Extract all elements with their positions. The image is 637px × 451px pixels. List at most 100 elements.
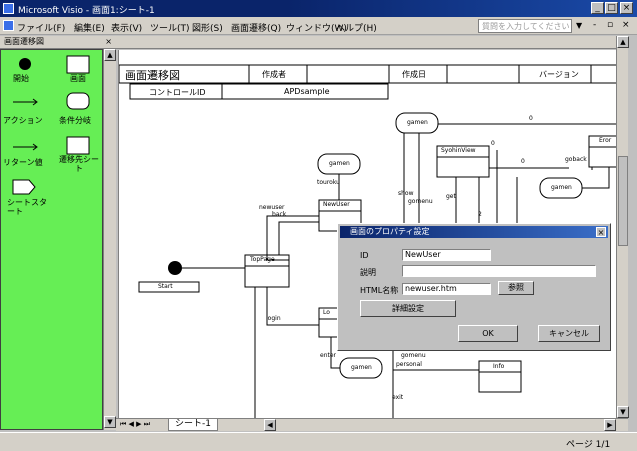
detail-settings-button[interactable]: 詳細設定 <box>360 300 456 317</box>
diagram-lines <box>119 64 616 418</box>
canvas-scroll-up-icon[interactable]: ▲ <box>617 36 629 48</box>
edge-label-gomenu-2: gomenu <box>401 352 426 359</box>
menu-file[interactable]: ファイル(F) <box>17 24 66 34</box>
edge-label-exit: exit <box>392 394 404 401</box>
shape-label-start: 開始 <box>13 74 29 83</box>
stencil-panel: 開始 画面 アクション 条件分岐 リターン値 遷移先シート シートスタート <box>0 49 103 430</box>
menu-bar: ファイル(F) 編集(E) 表示(V) ツール(T) 図形(S) 画面遷移(Q)… <box>0 17 637 35</box>
control-id-label: コントロールID <box>149 88 206 97</box>
node-gamen-2[interactable]: gamen <box>407 119 428 126</box>
cancel-button[interactable]: キャンセル <box>538 325 600 342</box>
scroll-up-icon[interactable]: ▲ <box>104 49 116 61</box>
ok-button[interactable]: OK <box>458 325 518 342</box>
target-sheet-icon[interactable] <box>66 136 90 155</box>
start-circle-icon[interactable] <box>19 58 31 70</box>
node-start[interactable]: Start <box>158 283 173 290</box>
menu-view[interactable]: 表示(V) <box>111 24 143 34</box>
dialog-title: 画面のプロパティ設定 <box>350 227 430 236</box>
sheet-tab-bar: ⏮ ◀ ▶ ⏭ シート-1 ◀ ▶ <box>116 418 628 431</box>
scroll-down-icon[interactable]: ▼ <box>104 416 116 428</box>
stencil-close-icon[interactable]: × <box>105 37 112 46</box>
sheet-nav-icons[interactable]: ⏮ ◀ ▶ ⏭ <box>120 420 151 428</box>
stencil-shapes <box>12 55 90 195</box>
browse-button[interactable]: 参照 <box>498 281 534 295</box>
edge-label-back: back <box>272 211 287 218</box>
shape-label-return: リターン値 <box>3 158 43 167</box>
canvas-scroll-thumb[interactable] <box>618 156 628 246</box>
menu-shape[interactable]: 図形(S) <box>192 24 223 34</box>
edge-label-enter: enter <box>320 352 337 359</box>
minimize-button[interactable]: _ <box>591 2 604 14</box>
shape-label-sheet-start: シートスタート <box>7 198 47 216</box>
node-gamen-1[interactable]: gamen <box>329 160 350 167</box>
edge-label-login: login <box>266 315 281 322</box>
edge-label-gomenu: gomenu <box>408 198 433 205</box>
edge-label-newuser: newuser <box>259 204 285 211</box>
maximize-button[interactable]: □ <box>605 2 618 14</box>
node-newuser[interactable]: NewUser <box>323 201 350 208</box>
diagram-title: 画面遷移図 <box>125 69 180 82</box>
screen-properties-dialog: 画面のプロパティ設定 × ID NewUser 説明 HTML名称 newuse… <box>337 223 611 351</box>
canvas-scroll-down-icon[interactable]: ▼ <box>617 406 629 418</box>
stencil-scrollbar[interactable]: ▲ ▼ <box>103 49 116 430</box>
author-label: 作成者 <box>262 70 286 79</box>
sheet-start-icon[interactable] <box>12 179 36 195</box>
edge-label-0-a: 0 <box>529 115 533 122</box>
ruler-area <box>116 36 628 49</box>
help-dropdown-icon[interactable]: ▼ <box>576 21 583 30</box>
page-indicator: ページ 1/1 <box>566 440 611 450</box>
screen-box-icon[interactable] <box>66 55 90 74</box>
shape-label-screen: 画面 <box>70 74 86 83</box>
shape-label-condition: 条件分岐 <box>59 116 91 125</box>
visio-app-icon <box>3 3 14 14</box>
hscroll-right-icon[interactable]: ▶ <box>604 419 616 431</box>
control-id-value: APDsample <box>284 87 330 96</box>
description-field[interactable] <box>402 265 596 277</box>
date-label: 作成日 <box>402 70 426 79</box>
node-eror[interactable]: Eror <box>599 137 612 144</box>
stencil-title-bar: 画面遷移図 × <box>0 36 116 49</box>
id-field[interactable]: NewUser <box>402 249 491 261</box>
menu-edit[interactable]: 編集(E) <box>74 24 105 34</box>
menu-transition[interactable]: 画面遷移(Q) <box>231 24 282 34</box>
document-icon[interactable] <box>3 20 14 31</box>
edge-label-personal: personal <box>396 361 422 368</box>
node-gamen-4[interactable]: gamen <box>351 364 372 371</box>
edge-label-touroku: touroku <box>317 179 340 186</box>
edge-label-goback: goback <box>565 156 587 163</box>
description-label: 説明 <box>360 268 376 277</box>
edge-label-show: show <box>398 190 414 197</box>
id-label: ID <box>360 251 369 260</box>
html-name-field[interactable]: newuser.htm <box>402 283 491 295</box>
close-button[interactable]: × <box>620 2 633 14</box>
node-toppage[interactable]: TopPage <box>250 256 275 263</box>
edge-label-0-b: 0 <box>491 140 495 147</box>
menu-window[interactable]: ウィンドウ(W) <box>286 24 347 34</box>
status-bar: ページ 1/1 <box>0 432 637 451</box>
node-gamen-3[interactable]: gamen <box>551 184 572 191</box>
title-bar: Microsoft Visio - 画面1:シート-1 _ □ × <box>0 0 637 17</box>
dialog-title-bar: 画面のプロパティ設定 × <box>340 226 608 238</box>
shape-label-action: アクション <box>3 116 43 125</box>
shape-label-target-sheet: 遷移先シート <box>59 155 99 173</box>
menu-help[interactable]: ヘルプ(H) <box>336 24 377 34</box>
menu-tools[interactable]: ツール(T) <box>150 24 190 34</box>
edge-label-2: 2 <box>478 211 482 218</box>
canvas-vertical-scrollbar[interactable]: ▲ ▼ <box>616 36 629 418</box>
doc-restore-button[interactable]: ▫ <box>607 20 614 30</box>
edge-label-0-c: 0 <box>521 158 525 165</box>
window-title: Microsoft Visio - 画面1:シート-1 <box>18 6 155 16</box>
version-label: バージョン <box>539 70 579 79</box>
edge-label-get: get <box>446 193 456 200</box>
sheet-tab[interactable]: シート-1 <box>168 419 218 431</box>
stencil-title: 画面遷移図 <box>4 37 44 46</box>
help-search-input[interactable]: 質問を入力してください <box>478 19 572 33</box>
hscroll-left-icon[interactable]: ◀ <box>264 419 276 431</box>
dialog-close-icon[interactable]: × <box>596 227 606 237</box>
doc-close-button[interactable]: × <box>622 20 630 30</box>
doc-minimize-button[interactable]: - <box>593 20 597 30</box>
node-lo[interactable]: Lo <box>323 309 330 316</box>
condition-icon[interactable] <box>66 92 90 110</box>
node-syohinview[interactable]: SyohinView <box>441 147 476 154</box>
node-info[interactable]: Info <box>493 363 505 370</box>
